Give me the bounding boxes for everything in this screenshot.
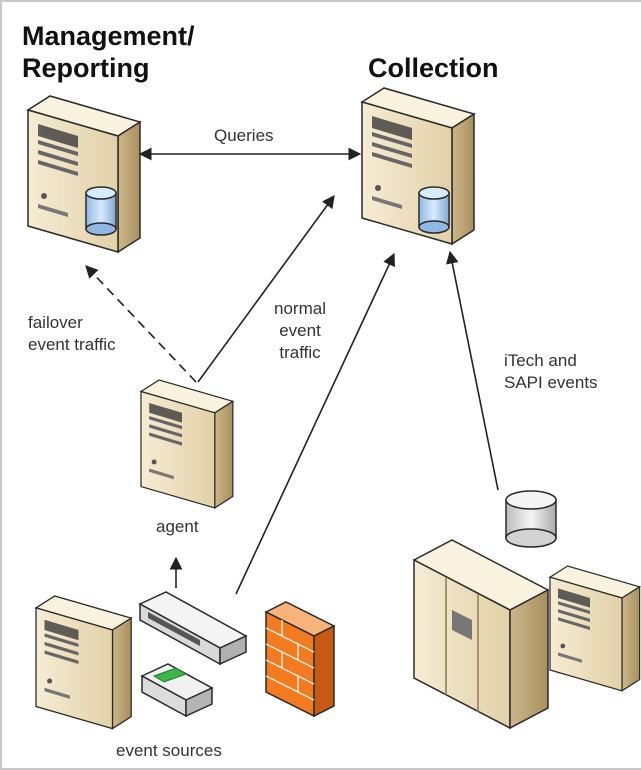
mainframe-database-icon [505, 490, 557, 548]
router-icon [140, 663, 214, 718]
management-database-icon [85, 186, 117, 236]
normal-traffic-label: normal event traffic [274, 299, 326, 362]
failover-label: failover event traffic [28, 313, 116, 354]
event-sources-traffic-arrow [235, 252, 395, 595]
firewall-icon [264, 601, 336, 718]
agent-server-icon [140, 379, 234, 509]
collection-server-icon [361, 87, 475, 245]
event-source-server-icon [35, 595, 132, 730]
connection-arrows [85, 147, 499, 595]
management-reporting-heading: Management/ Reporting [22, 21, 195, 83]
event-sources-label: event sources [116, 741, 222, 760]
switch-icon [138, 591, 248, 666]
collection-heading: Collection [368, 53, 499, 83]
agent-label: agent [156, 517, 199, 536]
management-server-icon [27, 95, 141, 253]
itech-server-icon [549, 565, 641, 692]
failover-traffic-arrow [85, 265, 197, 383]
mainframe-icon [412, 539, 550, 730]
collection-database-icon [418, 186, 450, 234]
normal-traffic-arrow [197, 194, 335, 383]
queries-label: Queries [214, 126, 274, 145]
itech-sapi-arrow [446, 250, 499, 491]
itech-sapi-label: iTech and SAPI events [504, 351, 598, 392]
